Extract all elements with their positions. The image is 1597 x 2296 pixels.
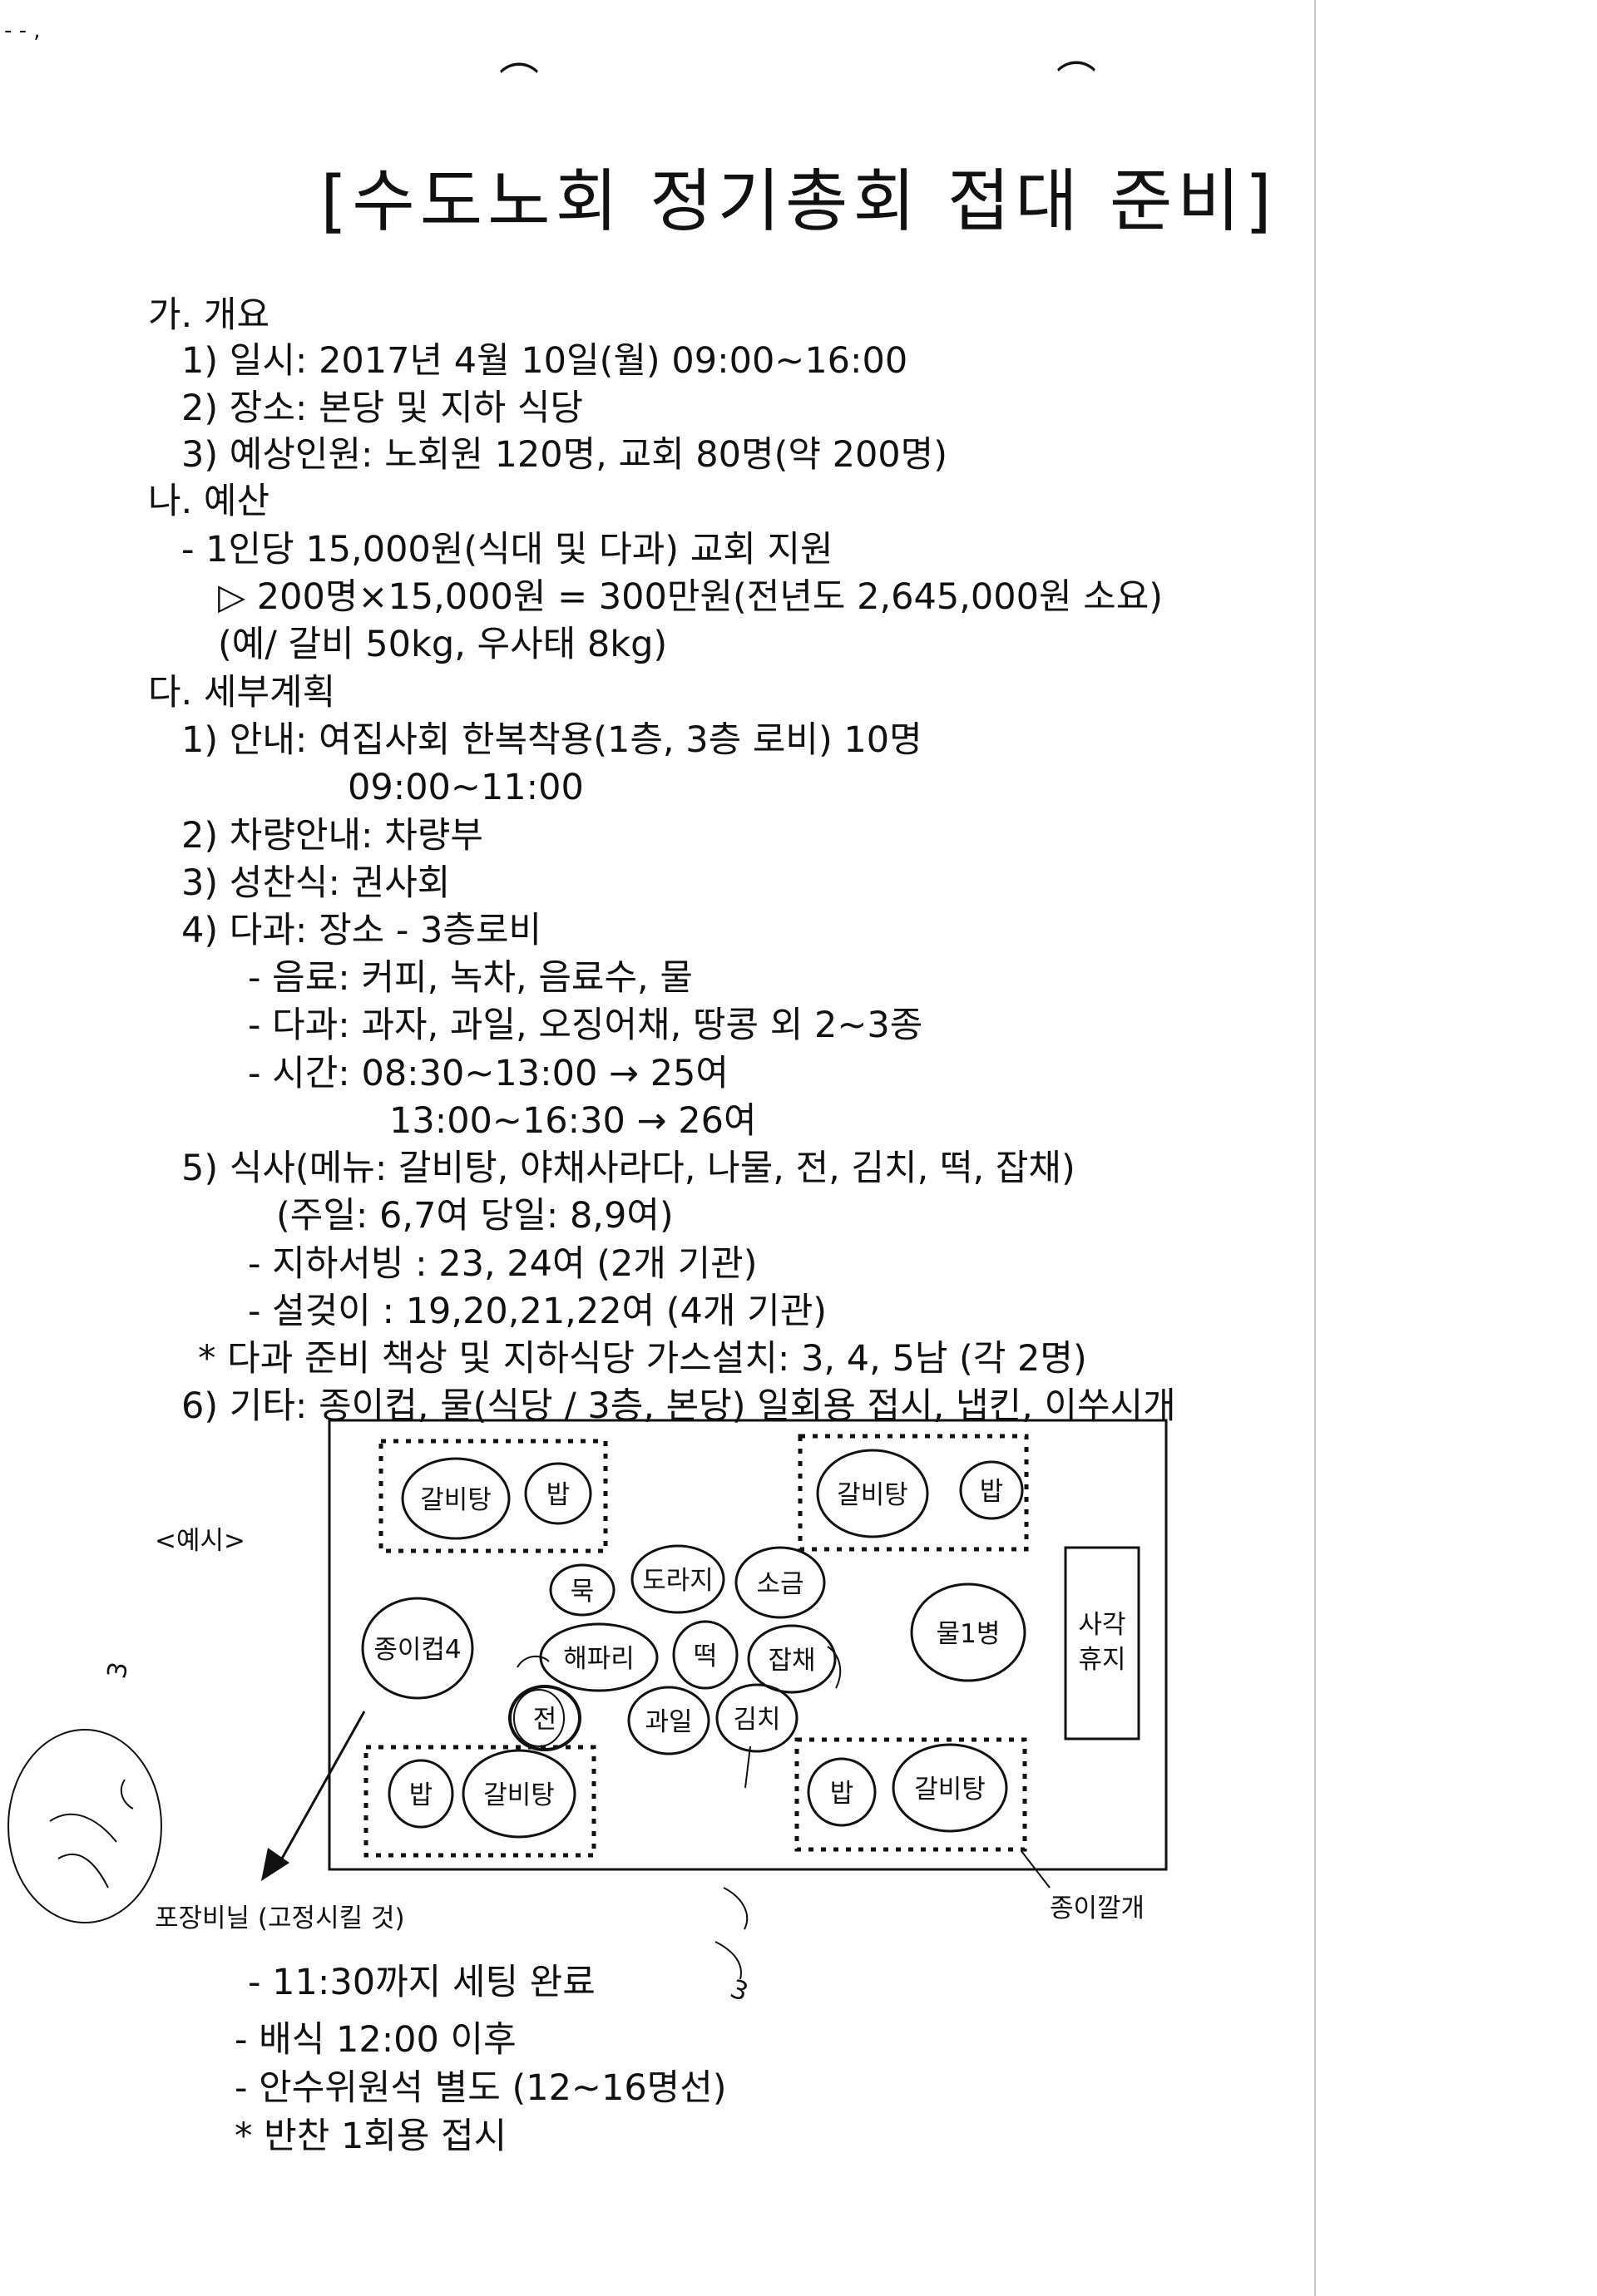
rice-bowl: [959, 1460, 1024, 1520]
mat-pointer-line: [1021, 1850, 1051, 1889]
doraji-label: 도라지: [642, 1566, 714, 1596]
galbitang-bowl: [462, 1749, 576, 1839]
jeon-label: 전: [533, 1705, 557, 1735]
tteok-dish: [672, 1620, 739, 1690]
japchae-label: 잡채: [768, 1646, 815, 1676]
page-edge-line: [1314, 0, 1316, 2296]
plan-time-1: - 시간: 08:30~13:00 → 25여: [248, 1053, 729, 1094]
muk-label: 묵: [571, 1577, 595, 1607]
place-setting-bottom-right: [794, 1737, 1027, 1852]
tteok-label: 떡: [694, 1642, 718, 1671]
rice-label: 밥: [830, 1779, 854, 1809]
galbitang-bowl: [816, 1449, 929, 1538]
tissue-box: [1064, 1546, 1140, 1741]
plan-etc: 6) 기타: 종이컵, 물(식당 / 3층, 본당) 일회용 접시, 냅킨, 이…: [181, 1385, 1176, 1427]
paper-cups-label: 종이컵4: [373, 1635, 461, 1665]
plan-meal: 5) 식사(메뉴: 갈비탕, 야채사라다, 나물, 전, 김치, 떡, 잡채): [181, 1148, 1075, 1189]
punch-hole-mark-right: ⌒: [1056, 58, 1097, 105]
note-side-dishes: * 반찬 1회용 접시: [235, 2116, 507, 2157]
place-setting-top-left: [378, 1439, 608, 1553]
kimchi-dish: [715, 1683, 798, 1753]
water-bottle-circle: [910, 1583, 1026, 1682]
jeon-dish: [508, 1685, 581, 1751]
water-label: 물1병: [937, 1619, 1001, 1649]
handwritten-doodle: [7, 1729, 749, 1980]
rice-bowl: [524, 1462, 592, 1525]
plan-time-2: 13:00~16:30 → 26여: [389, 1100, 757, 1142]
kimchi-label: 김치: [733, 1705, 780, 1735]
galbitang-bowl: [892, 1743, 1008, 1833]
galbitang-label: 갈비탕: [837, 1480, 908, 1510]
table-outline: [328, 1419, 1168, 1871]
punch-hole-mark-left: ⌒: [499, 60, 540, 106]
pencil-mark: [827, 1646, 842, 1689]
plan-heading: 다. 세부계획: [148, 672, 336, 713]
overview-heading: 가. 개요: [148, 294, 270, 336]
jeon-dish-scribble: [513, 1689, 565, 1747]
plan-guide-time: 09:00~11:00: [348, 767, 584, 808]
overview-place: 2) 장소: 본당 및 지하 식당: [181, 388, 584, 429]
muk-dish: [549, 1563, 616, 1617]
rice-label: 밥: [409, 1780, 433, 1810]
handwritten-mark: 3: [726, 1974, 752, 2008]
scan-speck: - - ,: [4, 18, 41, 43]
tissue-label-2: 휴지: [1078, 1645, 1125, 1675]
paper-cups-circle: [361, 1597, 474, 1700]
plan-vehicle: 2) 차량안내: 차량부: [181, 815, 483, 857]
budget-example: (예/ 갈비 50kg, 우사태 8kg): [218, 624, 668, 665]
vinyl-note: 포장비닐 (고정시킬 것): [155, 1903, 405, 1933]
plan-note-gas: * 다과 준비 책상 및 지하식당 가스설치: 3, 4, 5남 (각 2명): [198, 1338, 1087, 1380]
plan-communion: 3) 성찬식: 권사회: [181, 862, 451, 904]
pencil-mark: [517, 1655, 550, 1668]
doraji-dish: [630, 1544, 725, 1614]
plan-serving: - 지하서빙 : 23, 24여 (2개 기관): [248, 1243, 758, 1285]
overview-attendees: 3) 예상인원: 노회원 120명, 교회 80명(약 200명): [181, 434, 947, 476]
plan-snack-items: - 다과: 과자, 과일, 오징어채, 땅콩 외 2~3종: [248, 1005, 923, 1046]
note-distribution: - 배식 12:00 이후: [235, 2019, 517, 2061]
place-setting-top-right: [798, 1434, 1029, 1552]
galbitang-bowl: [401, 1457, 511, 1540]
tissue-label-1: 사각: [1078, 1610, 1125, 1640]
paper-mat-label: 종이깔개: [1050, 1894, 1145, 1923]
fruit-dish: [627, 1686, 710, 1755]
plan-snack: 4) 다과: 장소 - 3층로비: [181, 910, 542, 951]
overview-date: 1) 일시: 2017년 4월 10일(월) 09:00~16:00: [181, 340, 908, 382]
salt-dish: [734, 1546, 826, 1619]
page-title: [수도노회 정기총회 접대 준비]: [320, 162, 1277, 241]
galbitang-label: 갈비탕: [483, 1780, 555, 1810]
galbitang-label: 갈비탕: [914, 1775, 986, 1805]
plan-drinks: - 음료: 커피, 녹차, 음료수, 물: [248, 957, 693, 999]
vinyl-pointer-line: [277, 1711, 366, 1865]
galbitang-label: 갈비탕: [420, 1485, 492, 1515]
fruit-label: 과일: [645, 1707, 692, 1737]
example-label: <예시>: [155, 1526, 245, 1556]
salt-label: 소금: [756, 1569, 803, 1599]
budget-per-person: - 1인당 15,000원(식대 및 다과) 교회 지원: [181, 529, 833, 570]
plan-dishes: - 설겆이 : 19,20,21,22여 (4개 기관): [248, 1291, 828, 1332]
vinyl-pointer-arrowhead: [261, 1848, 289, 1881]
rice-bowl: [388, 1759, 454, 1829]
rice-label: 밥: [546, 1480, 571, 1510]
note-seats: - 안수위원석 별도 (12~16명선): [235, 2067, 727, 2109]
note-setting: - 11:30까지 세팅 완료: [248, 1962, 596, 2003]
rice-label: 밥: [980, 1477, 1004, 1507]
japchae-dish: [747, 1624, 837, 1694]
rice-bowl: [807, 1757, 877, 1827]
plan-guide: 1) 안내: 여집사회 한복착용(1층, 3층 로비) 10명: [181, 719, 922, 761]
plan-meal-days: (주일: 6,7여 당일: 8,9여): [276, 1195, 674, 1237]
place-setting-bottom-left: [363, 1745, 596, 1858]
jellyfish-label: 해파리: [563, 1644, 635, 1674]
budget-heading: 나. 예산: [148, 481, 270, 522]
pencil-mark: [744, 1745, 751, 1789]
budget-total: ▷ 200명×15,000원 = 300만원(전년도 2,645,000원 소요…: [218, 576, 1164, 618]
handwritten-mark: 3: [101, 1660, 134, 1681]
